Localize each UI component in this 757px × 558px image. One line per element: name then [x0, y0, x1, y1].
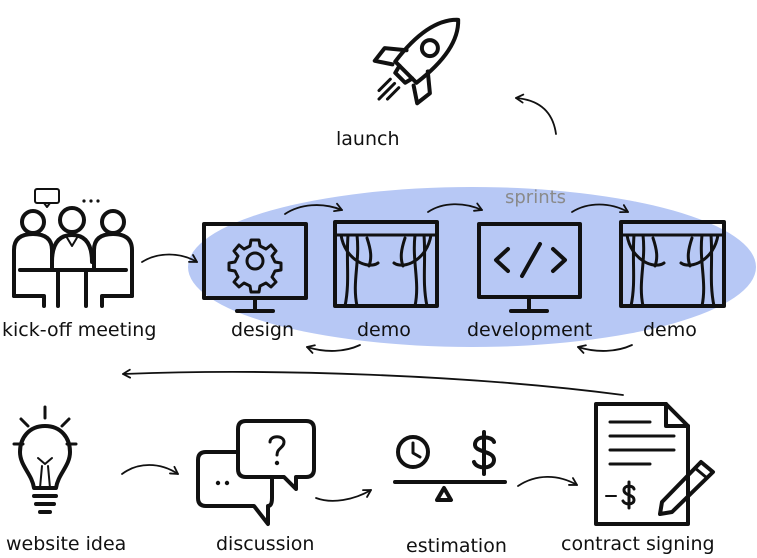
arrow-estimation-to-contract: [517, 476, 578, 487]
arrow-contract-to-kickoff: [122, 368, 624, 396]
code-monitor-icon: [477, 222, 582, 313]
label-discussion: discussion: [216, 533, 315, 555]
clock-dollar-scale-icon: [393, 430, 507, 502]
lightbulb-icon: [12, 405, 78, 514]
chat-bubbles-icon: [196, 419, 316, 526]
arrow-discussion-to-estimation: [315, 489, 372, 502]
arrow-development-to-demo: [571, 203, 629, 214]
meeting-icon: [12, 188, 134, 308]
gear-monitor-icon: [202, 222, 308, 313]
label-demo-1: demo: [357, 319, 411, 341]
arrow-design-to-demo: [284, 202, 343, 215]
label-contract-signing: contract signing: [561, 533, 715, 555]
stage-curtain-icon: [619, 220, 726, 308]
label-sprints: sprints: [505, 187, 567, 208]
label-demo-2: demo: [643, 319, 697, 341]
arrow-kickoff-to-design: [141, 253, 198, 263]
arrow-demo-to-development: [427, 202, 483, 213]
contract-pen-icon: [594, 402, 715, 526]
label-launch: launch: [336, 128, 400, 150]
label-website-idea: website idea: [6, 533, 127, 555]
stage-curtain-icon: [333, 220, 439, 308]
rocket-icon: [372, 17, 461, 106]
arrow-demo-back-to-development: [577, 344, 633, 354]
arrow-launch: [515, 93, 557, 135]
arrow-idea-to-discussion: [121, 464, 179, 475]
label-development: development: [467, 319, 593, 341]
label-estimation: estimation: [406, 535, 507, 557]
label-design: design: [231, 319, 295, 341]
arrow-demo-back-to-design: [306, 344, 361, 354]
sprints-highlight: [188, 187, 756, 347]
label-kickoff-meeting: kick-off meeting: [2, 319, 157, 341]
